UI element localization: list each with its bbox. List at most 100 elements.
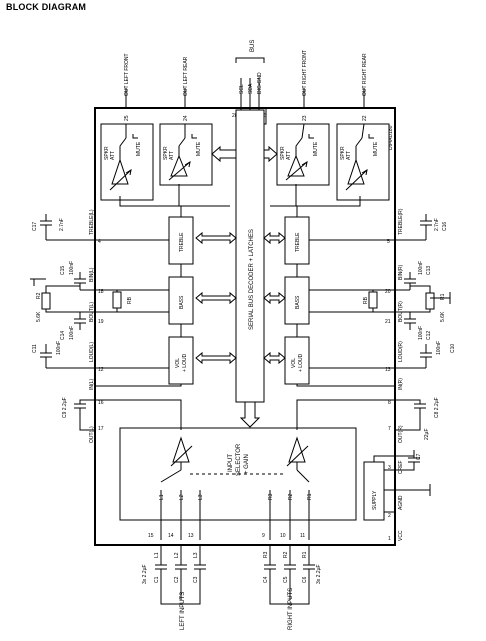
- out-left-front-label: OUT LEFT FRONT: [124, 53, 130, 96]
- svg-text:VOL: VOL: [291, 358, 297, 368]
- c10-capacitor: C10 100nF: [395, 341, 456, 369]
- pin-num-12: 12: [98, 367, 104, 373]
- svg-text:11: 11: [300, 533, 305, 539]
- svg-text:C10: C10: [450, 344, 456, 353]
- c11-capacitor: C11 100nF: [32, 341, 95, 369]
- svg-text:10: 10: [280, 533, 286, 539]
- out-left-rear-label: OUT LEFT REAR: [183, 56, 189, 96]
- bus-pin-28: 28: [232, 113, 238, 119]
- bus-bracket: [235, 57, 265, 63]
- svg-text:5.6K: 5.6K: [440, 311, 446, 322]
- left-input-caps: L1 L2 L3 C1 C2 C3 3x 2.2µF LEFT INPUTS: [142, 545, 206, 630]
- c7-capacitor: C7 22µF: [395, 429, 430, 471]
- decoder-down-arrow: [239, 401, 261, 428]
- pin-num-2: 2: [388, 513, 391, 519]
- svg-text:100nF: 100nF: [56, 341, 62, 355]
- svg-text:ATT: ATT: [169, 151, 175, 160]
- svg-text:ATT: ATT: [110, 151, 116, 160]
- bass-left: [168, 276, 194, 325]
- decoder-label: SERIAL BUS DECODER + LATCHES: [249, 229, 255, 330]
- spkr-att-left-front: SPKR ATT MUTE: [100, 123, 154, 201]
- bus-arrow-att-left: [211, 145, 237, 163]
- input-selector-box: [119, 427, 357, 521]
- pin-cref: CREF: [398, 460, 404, 474]
- spkr-att-right-rear: SPKR ATT MUTE: [336, 123, 390, 201]
- svg-text:R3: R3: [263, 551, 269, 558]
- svg-text:L2: L2: [179, 494, 185, 500]
- svg-text:L1: L1: [159, 494, 165, 500]
- bus-label: BUS: [250, 40, 256, 52]
- pin-vcc: VCC: [398, 530, 404, 541]
- pin-num-7: 7: [388, 426, 391, 432]
- pin-loud-l: LOUD(L): [89, 342, 95, 362]
- right-inputs-label: RIGHT INPUTS: [288, 588, 294, 630]
- c16-capacitor: C16 2.7nF: [395, 214, 448, 241]
- svg-text:R2: R2: [283, 551, 289, 558]
- svg-text:R2: R2: [36, 292, 42, 299]
- svg-text:3x 2.2µF: 3x 2.2µF: [316, 564, 322, 584]
- svg-text:C15: C15: [60, 266, 66, 275]
- svg-text:ATT: ATT: [346, 151, 352, 160]
- svg-text:MUTE: MUTE: [373, 141, 379, 156]
- svg-text:MUTE: MUTE: [136, 141, 142, 156]
- out-right-front-label: OUT RIGHT FRONT: [302, 50, 308, 96]
- svg-text:100nF: 100nF: [418, 326, 424, 340]
- svg-text:C13: C13: [426, 266, 432, 275]
- svg-text:15: 15: [148, 533, 154, 539]
- right-input-caps: R3 R2 R1 C4 C5 C6 3x 2.2µF RIGHT INPUTS: [263, 545, 322, 630]
- pin-num-20: 20: [385, 289, 391, 295]
- svg-text:C1: C1: [154, 576, 160, 583]
- svg-text:C7: C7: [416, 453, 422, 460]
- svg-text:C9 2.2µF: C9 2.2µF: [62, 397, 68, 418]
- rb-right: [368, 291, 378, 309]
- doc-ref: D94AU180: [388, 125, 394, 150]
- c12-capacitor: C12 100nF: [404, 312, 432, 340]
- svg-text:C5: C5: [283, 576, 289, 583]
- svg-text:C12: C12: [426, 331, 432, 340]
- r1-resistor: R1 5.6K: [395, 285, 451, 322]
- bus-pin-scl-label: SCL: [239, 84, 245, 94]
- svg-text:5.6K: 5.6K: [36, 311, 42, 322]
- svg-text:2.7nF: 2.7nF: [434, 218, 440, 231]
- pin-num-18: 18: [98, 289, 104, 295]
- pin-num-16: 16: [98, 400, 104, 406]
- svg-text:R3: R3: [268, 493, 274, 500]
- treble-left: [168, 216, 194, 265]
- svg-text:C8 2.2µF: C8 2.2µF: [434, 397, 440, 418]
- svg-text:C16: C16: [442, 222, 448, 231]
- bus-arrow-att-right: [263, 145, 278, 163]
- svg-text:+ LOUD: + LOUD: [182, 353, 188, 372]
- svg-text:BASS: BASS: [179, 295, 185, 309]
- svg-text:100nF: 100nF: [69, 326, 75, 340]
- svg-text:TREBLE: TREBLE: [179, 232, 185, 252]
- pin-num-5: 5: [387, 239, 390, 245]
- pin-num-1: 1: [388, 536, 391, 542]
- svg-text:R1: R1: [307, 493, 313, 500]
- svg-text:C6: C6: [302, 576, 308, 583]
- c17-capacitor: C17 2.7nF: [32, 214, 95, 241]
- svg-text:C2: C2: [174, 576, 180, 583]
- pin-num-4: 4: [98, 239, 101, 245]
- svg-text:C11: C11: [32, 344, 38, 353]
- svg-text:VOL: VOL: [175, 358, 181, 368]
- svg-text:SPKR: SPKR: [104, 146, 110, 160]
- svg-text:TREBLE: TREBLE: [295, 232, 301, 252]
- svg-text:L3: L3: [193, 552, 199, 558]
- pin-out-r: OUT(R): [398, 425, 404, 443]
- pin-bin-r: BIN(R): [398, 264, 404, 280]
- svg-text:L3: L3: [198, 494, 204, 500]
- pin-loud-r: LOUD(R): [398, 341, 404, 362]
- pin-num-3: 3: [388, 465, 391, 471]
- svg-text:MUTE: MUTE: [196, 141, 202, 156]
- svg-text:BASS: BASS: [295, 295, 301, 309]
- pin-num-13: 13: [385, 367, 391, 373]
- chip-outline: [94, 107, 396, 546]
- svg-text:RB: RB: [127, 296, 133, 304]
- svg-text:R1: R1: [302, 551, 308, 558]
- pin-num-17: 17: [98, 426, 104, 432]
- svg-text:SELECTOR: SELECTOR: [236, 443, 242, 476]
- svg-text:2.7nF: 2.7nF: [59, 218, 65, 231]
- out-pin-23: 23: [302, 115, 308, 121]
- svg-text:SUPPLY: SUPPLY: [372, 490, 378, 510]
- c14-capacitor: C14 100nF: [60, 312, 86, 340]
